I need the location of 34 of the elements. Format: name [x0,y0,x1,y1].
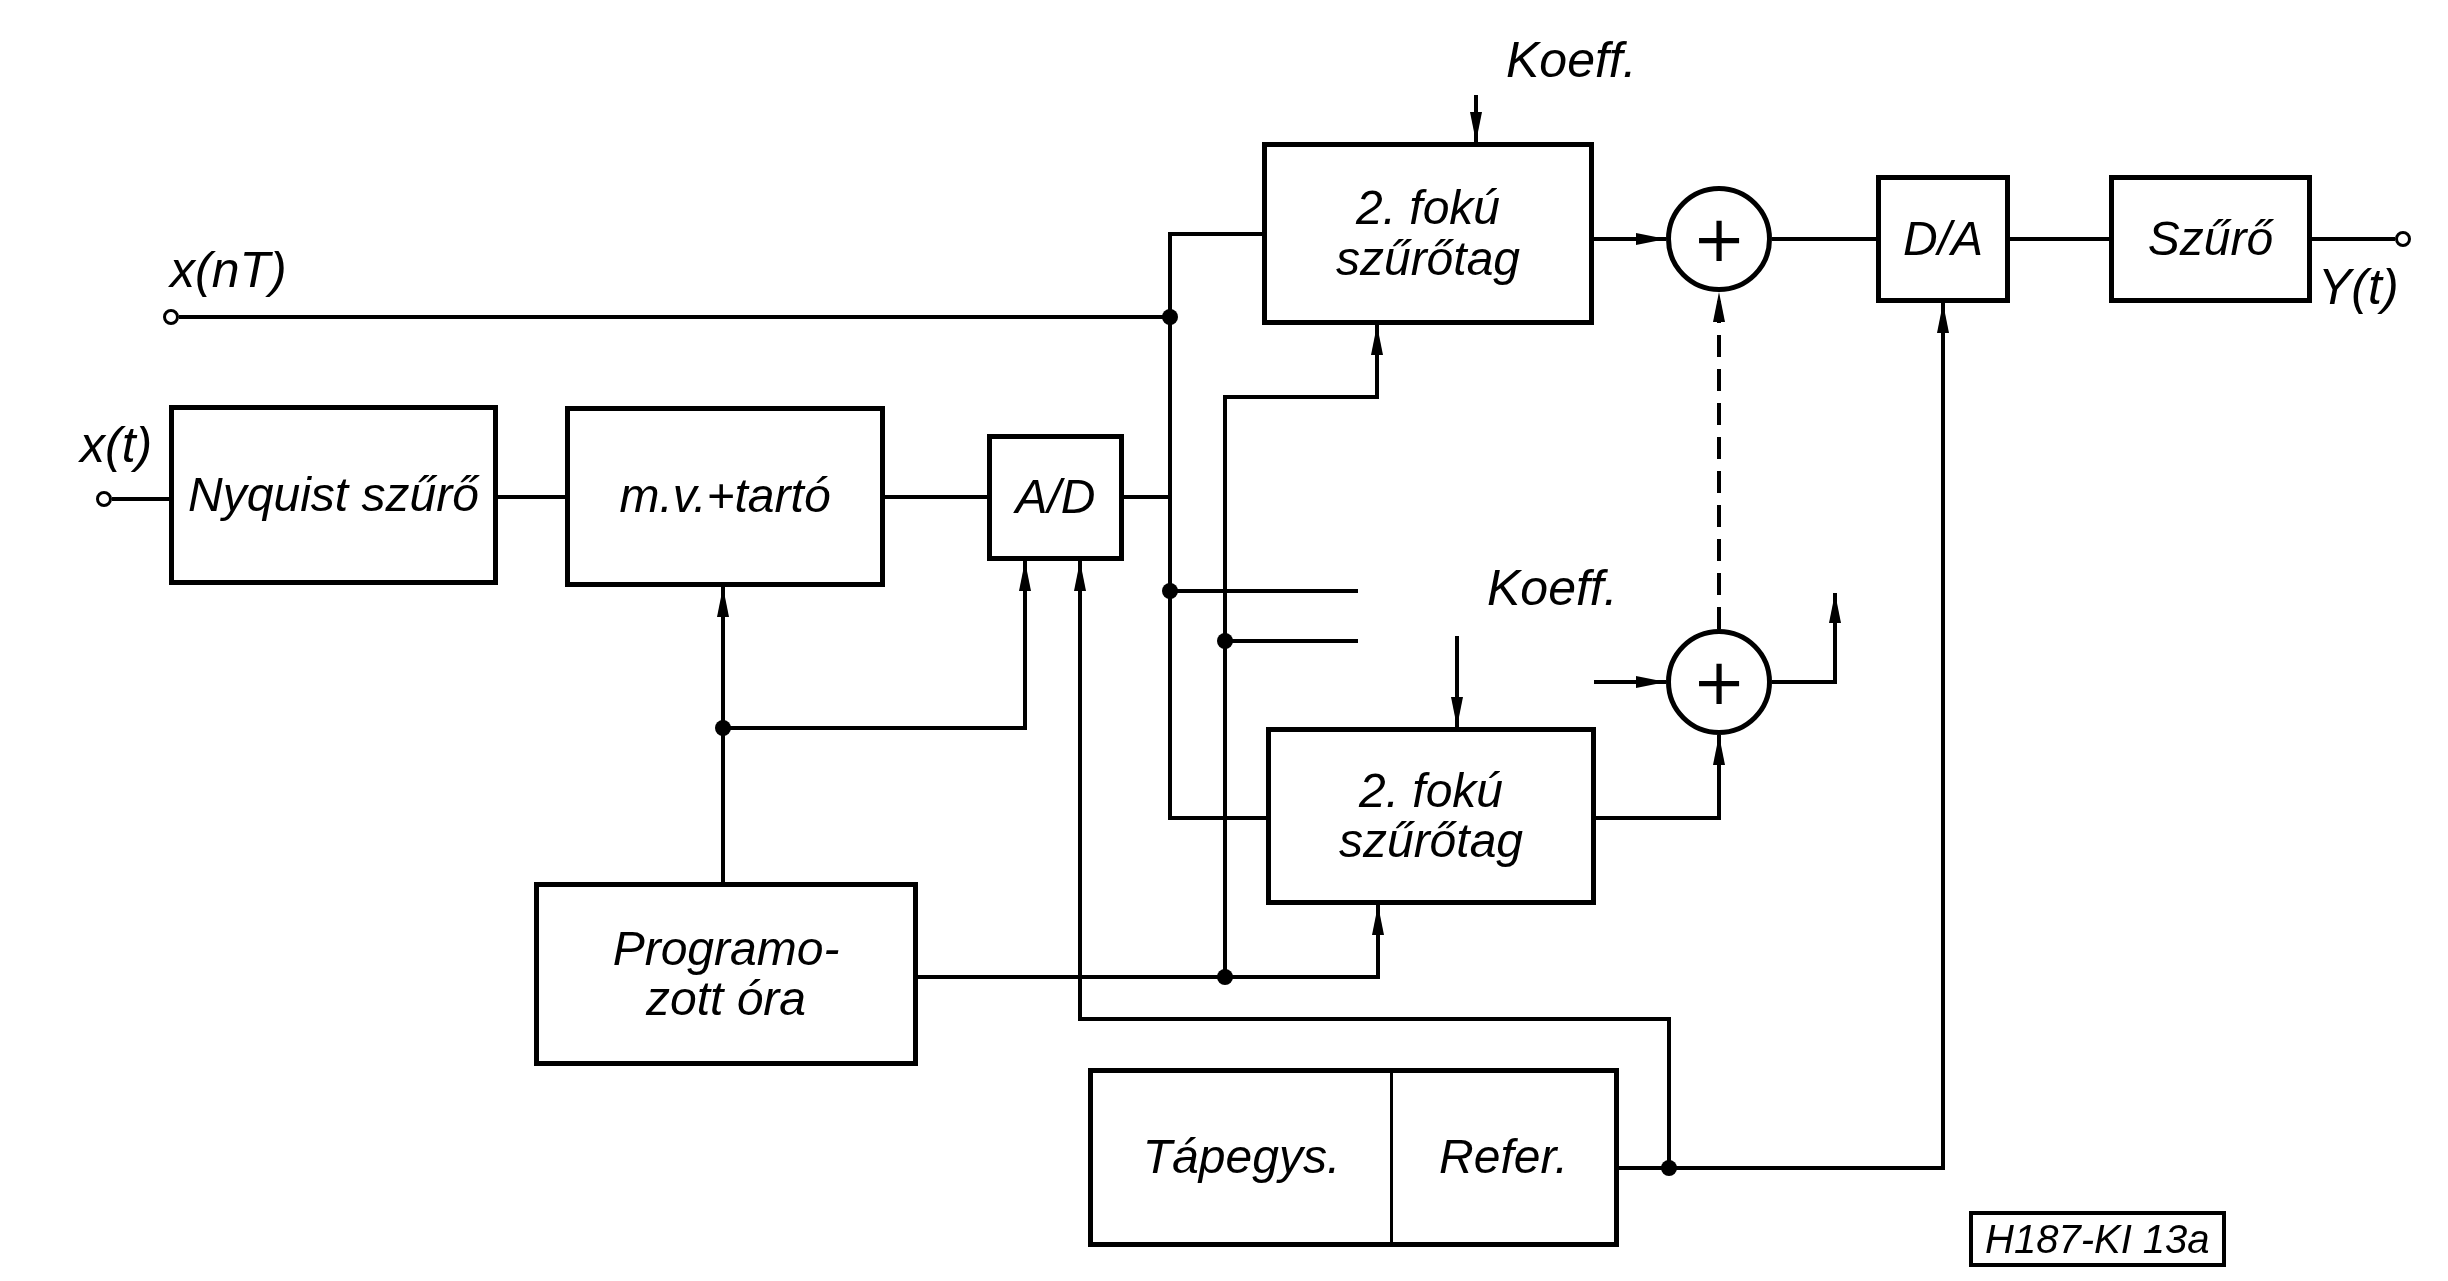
summing-junction: + [1666,629,1772,735]
filter-box: 2. fokú szűrőtag [1266,727,1596,905]
signal-arrow [1594,676,1666,688]
power-supply-box: Tápegys. [1088,1068,1393,1247]
signal-line [498,495,565,499]
coefficient-label: Koeff. [1466,35,1676,95]
filter-box: Szűrő [2109,175,2312,303]
reference-box: Refer. [1393,1068,1619,1247]
signal-line [885,495,987,499]
signal-arrow [1470,95,1482,142]
figure-code: H187-KI 13a [1969,1211,2226,1267]
converter-box: A/D [987,434,1124,561]
converter-box: D/A [1876,175,2010,303]
signal-arrow [1594,233,1666,245]
sample-hold-box: m.v.+tartó [565,406,885,587]
terminal-label: x(nT) [170,245,287,295]
filter-box: Nyquist szűrő [169,405,498,585]
clock-box: Programo-zott óra [534,882,918,1066]
terminal-label: Y(t) [2318,262,2399,312]
dashed-arrow [1713,292,1725,629]
signal-line [2010,237,2109,241]
signal-arrow [1451,636,1463,727]
terminal-label: x(t) [80,420,153,470]
signal-line [112,497,169,501]
coefficient-label: Koeff. [1447,563,1627,636]
signal-line [2312,237,2395,241]
output-terminal [2395,231,2411,247]
signal-arrow [1596,735,1725,820]
signal-line [1772,237,1876,241]
filter-box: 2. fokú szűrőtag [1262,142,1594,325]
signal-arrow [1772,593,1841,684]
summing-junction: + [1666,186,1772,292]
input-terminal [96,491,112,507]
input-terminal [163,309,179,325]
